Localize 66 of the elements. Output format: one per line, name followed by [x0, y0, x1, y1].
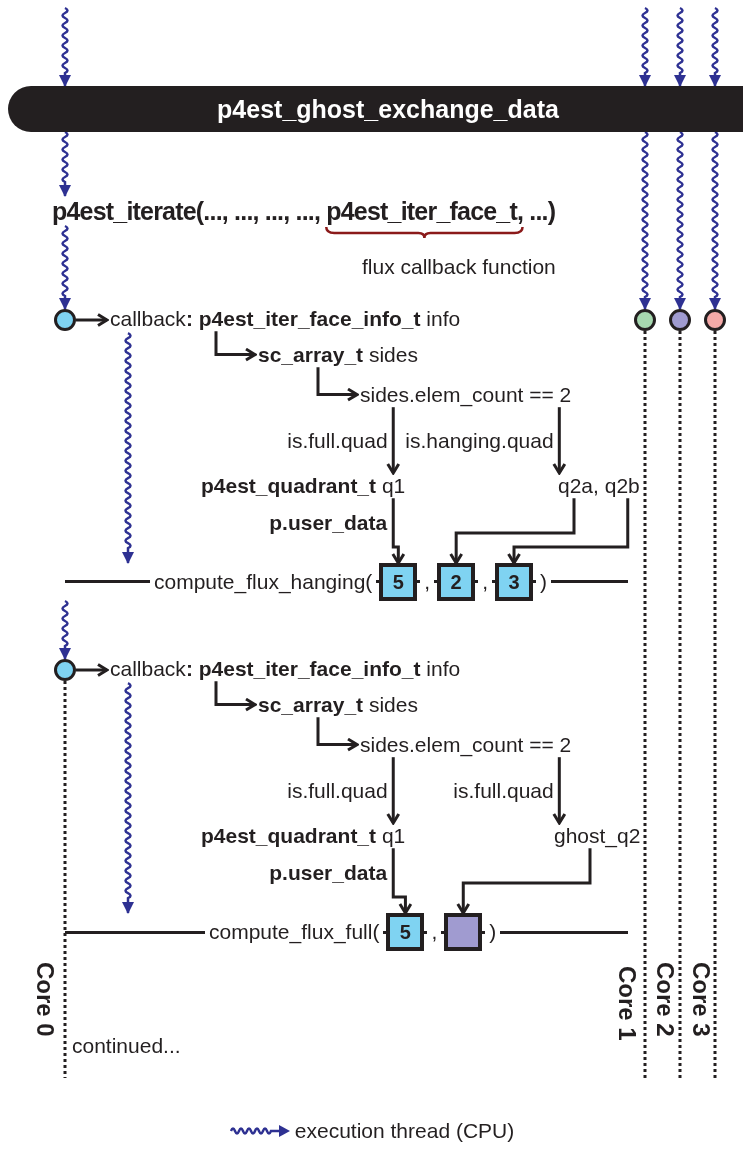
edge-label: is.full.quad	[287, 427, 388, 453]
function-bar: p4est_ghost_exchange_data	[8, 86, 743, 132]
core-label: Core 2	[650, 962, 679, 1037]
arrow	[456, 848, 592, 915]
execution-thread-arrow	[674, 7, 686, 87]
core-label: Core 0	[30, 962, 59, 1037]
execution-thread-arrow	[709, 7, 721, 87]
note-text: continued...	[72, 1033, 181, 1059]
execution-thread-arrow	[639, 131, 651, 310]
execution-thread-arrow	[639, 7, 651, 87]
execution-thread-arrow	[59, 131, 71, 197]
data-box: 2	[437, 563, 476, 601]
execution-thread-arrow	[709, 131, 721, 310]
core-circle	[669, 309, 691, 331]
code-text: sc_array_t sides	[258, 342, 418, 368]
timeline-line	[713, 331, 717, 1080]
data-box	[444, 913, 483, 951]
code-text: q2a, q2b	[558, 473, 640, 499]
execution-thread-arrow	[122, 332, 134, 564]
arrow	[391, 848, 413, 915]
annotation-text: flux callback function	[362, 254, 556, 280]
legend-text: execution thread (CPU)	[294, 1118, 515, 1144]
code-text: sc_array_t sides	[258, 692, 418, 718]
arrow	[316, 367, 359, 402]
arrow	[386, 407, 401, 475]
code-text: p4est_quadrant_t q1	[201, 473, 406, 499]
code-text: ghost_q2	[554, 823, 641, 849]
core-circle	[54, 659, 76, 681]
arrow	[391, 498, 406, 565]
code-text: p4est_iterate(..., ..., ..., ..., p4est_iter_face_t, ...)	[52, 196, 556, 226]
execution-thread-arrow	[59, 225, 71, 310]
timeline-line	[643, 331, 647, 1080]
core-label: Core 1	[612, 966, 641, 1041]
edge-label: p.user_data	[269, 510, 388, 536]
code-text: sides.elem_count == 2	[360, 732, 572, 758]
code-text: callback: p4est_iter_face_info_t info	[110, 656, 461, 682]
timeline-line	[678, 331, 682, 1080]
data-box: 5	[386, 913, 425, 951]
arrow	[386, 757, 401, 825]
core-circle	[634, 309, 656, 331]
arrow	[316, 717, 359, 752]
code-text: sides.elem_count == 2	[360, 382, 572, 408]
data-box: 5	[379, 563, 418, 601]
execution-thread-arrow	[122, 682, 134, 914]
arrow	[76, 313, 109, 327]
arrow	[214, 331, 257, 362]
core-circle	[54, 309, 76, 331]
execution-thread-arrow	[59, 7, 71, 87]
code-text: callback: p4est_iter_face_info_t info	[110, 306, 461, 332]
edge-label: is.full.quad	[287, 777, 388, 803]
arrow	[507, 498, 630, 565]
execution-thread-arrow	[674, 131, 686, 310]
edge-label: is.full.quad	[453, 777, 554, 803]
arrow	[76, 663, 109, 677]
core-circle	[704, 309, 726, 331]
core-label: Core 3	[686, 962, 715, 1037]
code-text: p4est_quadrant_t q1	[201, 823, 406, 849]
arrow	[214, 681, 257, 712]
timeline-line	[63, 681, 67, 1078]
edge-label: p.user_data	[269, 860, 388, 886]
execution-thread-arrow	[59, 600, 71, 660]
arrow	[449, 498, 576, 565]
arrow	[552, 757, 567, 825]
arrow	[552, 407, 567, 475]
edge-label: is.hanging.quad	[405, 427, 554, 453]
data-box: 3	[495, 563, 533, 601]
